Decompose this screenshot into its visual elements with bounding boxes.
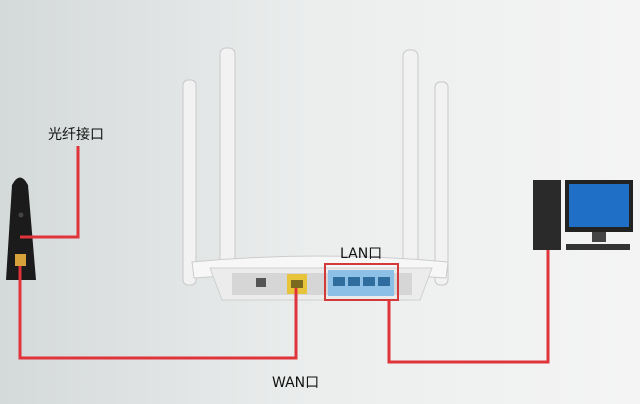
lan-port-label: LAN口 <box>340 246 383 262</box>
fiber-port-label: 光纤接口 <box>48 127 104 143</box>
router <box>191 255 449 301</box>
wan-cable <box>18 266 298 360</box>
cables <box>18 146 550 364</box>
router-antennas <box>182 47 449 286</box>
lan-cable <box>387 250 550 364</box>
fiber-cable <box>20 146 80 239</box>
modem-port-icon <box>15 254 26 266</box>
lan-highlight-box <box>324 263 399 301</box>
wan-port-label: WAN口 <box>272 375 320 391</box>
computer <box>533 180 633 250</box>
lan-ports <box>328 270 394 296</box>
optical-modem <box>6 177 36 280</box>
